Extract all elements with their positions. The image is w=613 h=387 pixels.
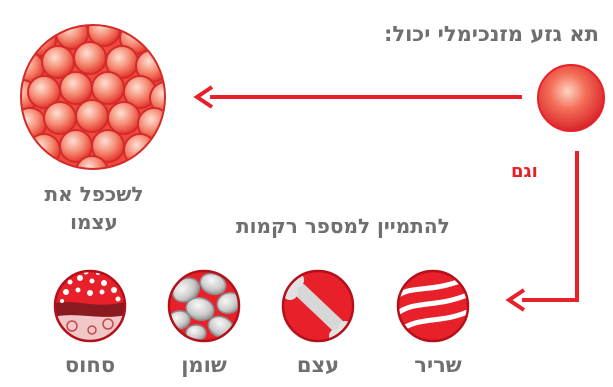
also-label: וגם	[511, 161, 538, 182]
bone-icon	[282, 271, 353, 343]
self-renew-label: לשכפל את עצמו	[42, 180, 146, 236]
stem-cell-icon	[538, 65, 604, 131]
bone-label: עצם	[278, 353, 358, 377]
fat-icon	[167, 270, 244, 341]
fat-label: שומן	[164, 353, 244, 377]
arrow-self-renew	[197, 87, 522, 107]
cartilage-icon	[50, 270, 130, 346]
differentiate-label: להתמיין למספר רקמות	[236, 214, 450, 238]
diagram-title: תא גזע מזנכימלי יכול:	[384, 22, 599, 46]
muscle-label: שריר	[398, 353, 478, 377]
cell-cluster-icon	[6, 14, 182, 188]
muscle-icon	[392, 271, 476, 341]
cartilage-label: סחוס	[50, 353, 130, 377]
